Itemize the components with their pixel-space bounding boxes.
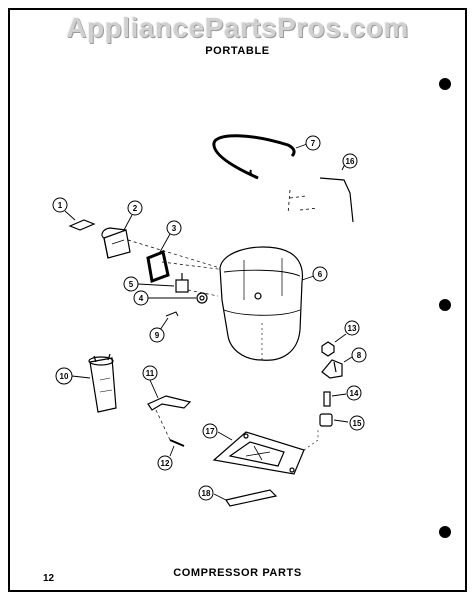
callout-7: 7: [305, 135, 321, 151]
page-subtitle: PORTABLE: [205, 45, 270, 57]
clip-part: [68, 219, 96, 231]
callout-2: 2: [127, 200, 143, 216]
callout-4: 4: [133, 290, 149, 306]
nut-part: [321, 341, 335, 357]
callout-1: 1: [52, 197, 68, 213]
svg-text:13: 13: [348, 324, 357, 333]
fitting-part: [319, 413, 333, 427]
callout-9: 9: [149, 327, 165, 343]
svg-text:15: 15: [353, 419, 362, 428]
binder-hole-bottom: [439, 526, 451, 538]
callout-8: 8: [351, 347, 367, 363]
mount-bracket-part: [321, 359, 343, 379]
svg-text:9: 9: [155, 331, 160, 340]
screw-part: [169, 439, 185, 447]
pin-part: [323, 391, 331, 407]
svg-text:10: 10: [60, 372, 69, 381]
svg-text:14: 14: [350, 389, 359, 398]
callout-16: 16: [342, 153, 358, 169]
callout-15: 15: [349, 415, 365, 431]
mounting-base-part: [212, 428, 319, 475]
watermark: AppliancePartsPros.com: [66, 12, 409, 43]
overload-relay-part: [175, 273, 189, 293]
callout-12: 12: [157, 455, 173, 471]
callout-14: 14: [346, 385, 362, 401]
svg-text:6: 6: [318, 270, 323, 279]
svg-text:16: 16: [346, 157, 355, 166]
svg-text:5: 5: [129, 280, 134, 289]
capacitor-part: [88, 353, 117, 413]
compressor-part: [219, 246, 304, 361]
binder-hole-top: [439, 78, 451, 90]
callout-17: 17: [202, 423, 218, 439]
svg-text:12: 12: [161, 459, 170, 468]
callout-6: 6: [312, 266, 328, 282]
small-clip-part: [165, 311, 179, 317]
svg-text:18: 18: [202, 489, 211, 498]
svg-text:8: 8: [357, 351, 362, 360]
page-number: 12: [43, 573, 55, 584]
svg-text:4: 4: [139, 294, 144, 303]
svg-text:17: 17: [206, 427, 215, 436]
svg-text:3: 3: [172, 224, 177, 233]
callout-11: 11: [142, 365, 158, 381]
svg-text:2: 2: [133, 204, 138, 213]
svg-text:7: 7: [311, 139, 316, 148]
tubing-loop-part: [212, 134, 296, 180]
gasket-part: [146, 249, 170, 284]
strip-part: [225, 489, 278, 507]
terminal-cover-part: [101, 227, 131, 259]
callout-5: 5: [123, 276, 139, 292]
callout-3: 3: [166, 220, 182, 236]
callout-13: 13: [344, 320, 360, 336]
bracket-wire-part: [287, 177, 354, 223]
callout-18: 18: [198, 485, 214, 501]
callout-10: 10: [55, 367, 73, 385]
binder-hole-middle: [439, 299, 451, 311]
strap-part: [147, 395, 192, 441]
svg-text:11: 11: [146, 369, 155, 378]
diagram-caption: COMPRESSOR PARTS: [173, 567, 302, 579]
svg-text:1: 1: [58, 201, 63, 210]
grommet-part: [196, 292, 208, 304]
page-border: [8, 8, 467, 592]
